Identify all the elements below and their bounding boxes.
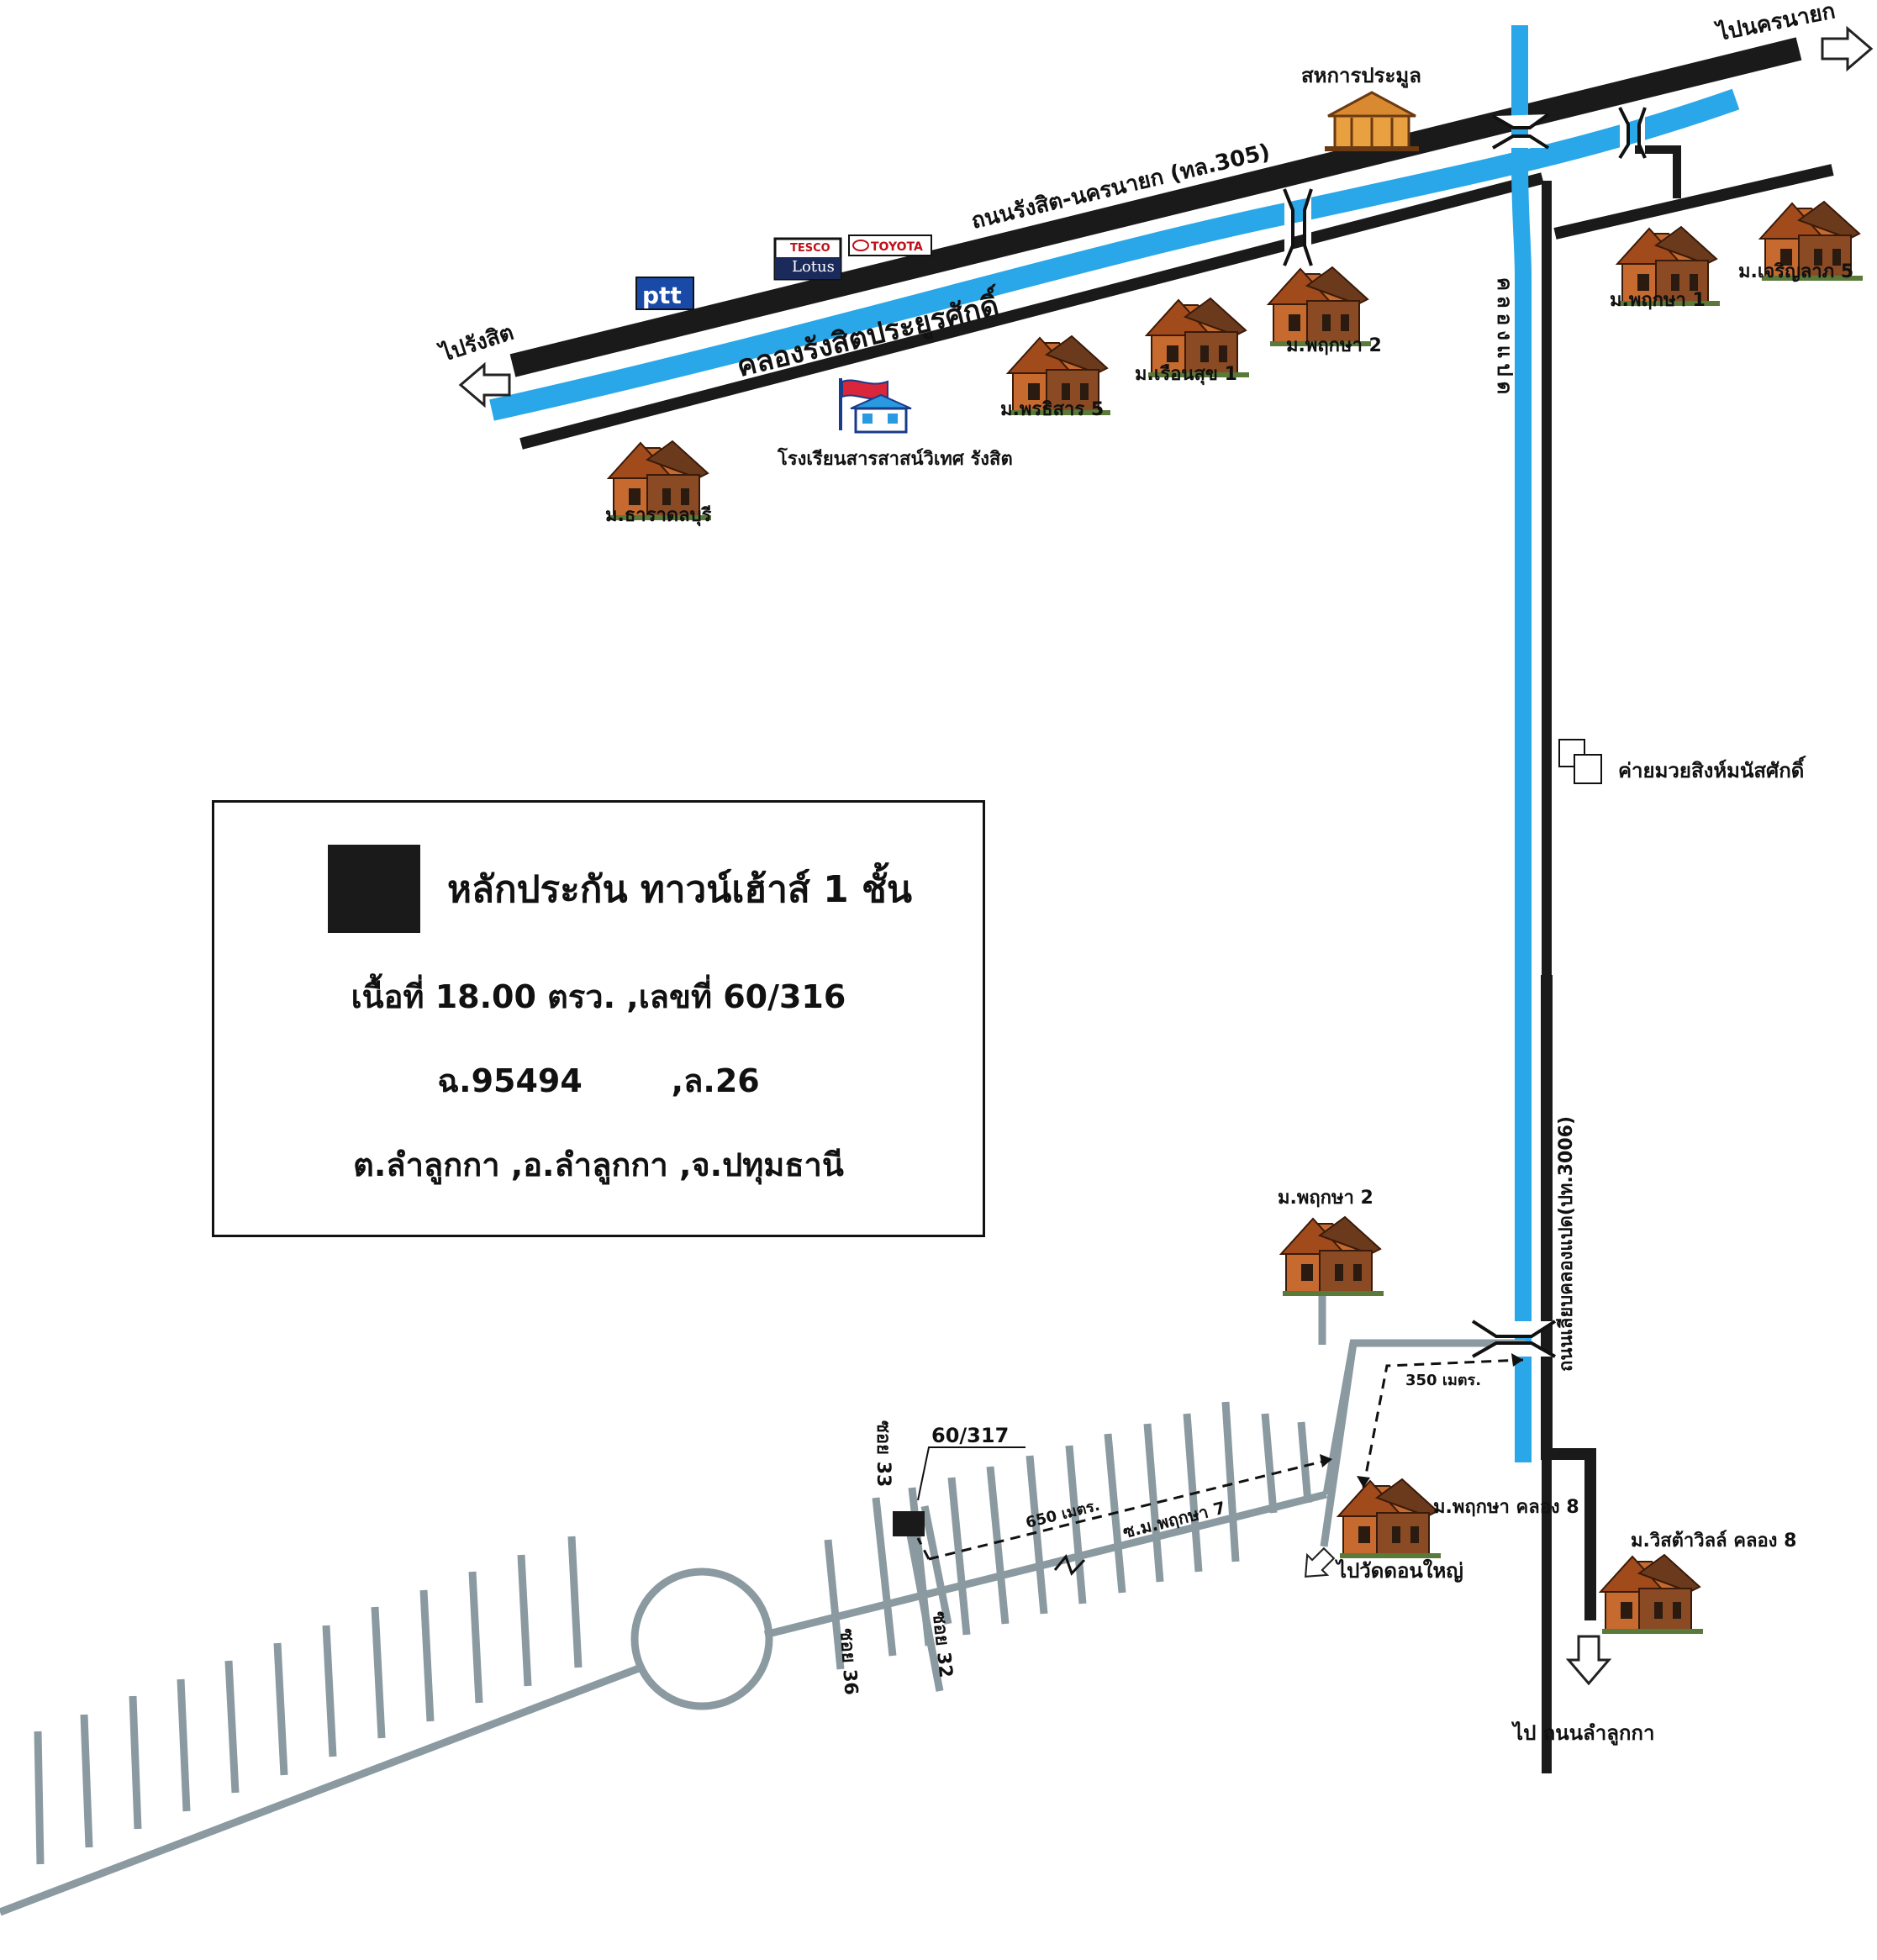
landmark-school: โรงเรียนสารสาสน์วิเทศ รังสิต (777, 447, 1013, 470)
house-icon (1268, 266, 1372, 347)
direction-lam-luk-ka: ไป ถนนลำลูกกา (1511, 1720, 1654, 1746)
bridge-icon (1491, 113, 1550, 150)
tesco-lotus-logo (773, 237, 842, 281)
bridge-icon (1618, 107, 1647, 160)
address-line: ต.ลำลูกกา ,อ.ลำลูกกา ,จ.ปทุมธานี (353, 1146, 844, 1183)
road-liap-khlong-8 (1541, 975, 1596, 1620)
house-icon (1337, 1478, 1442, 1559)
canal-rangsit-prayoonsak (489, 88, 1740, 421)
landmark-boxing-camp: ค่ายมวยสิงห์มนัสศักดิ์ (1618, 756, 1806, 782)
legend-row: หลักประกัน ทาวน์เฮ้าส์ 1 ชั้น (328, 845, 912, 933)
distance-path (916, 1358, 1524, 1561)
village-phonsirisan5: ม.พรธิสาร 5 (1000, 399, 1104, 420)
legend-label: หลักประกัน ทาวน์เฮ้าส์ 1 ชั้น (447, 867, 912, 911)
village-pruksa2-top: ม.พฤกษา 2 (1286, 335, 1382, 356)
building-icon (1325, 91, 1419, 151)
road-soi-grid (0, 1293, 1526, 1916)
canal-label-8: คลองแปด (1493, 277, 1516, 399)
info-box: หลักประกัน ทาวน์เฮ้าส์ 1 ชั้น เนื้อที่ 1… (212, 800, 985, 1237)
plot-neighbor-number: 60/317 (931, 1424, 1009, 1447)
landmark-cooperative: สหการประมูล (1301, 64, 1421, 88)
arrowhead (1511, 1353, 1523, 1367)
arrow-icon (1821, 27, 1873, 71)
direction-rangsit: ไปรังสิต (435, 319, 516, 368)
area-line: เนื้อที่ 18.00 ตรว. ,เลขที่ 60/316 (351, 978, 846, 1015)
village-tharadolburi: ม.ธาราดลบุรี (605, 505, 712, 527)
arrowhead (1320, 1454, 1332, 1467)
bridge-icon (1283, 188, 1313, 266)
deed-page: ,ล.26 (671, 1062, 760, 1099)
soi-label-36: ซอย 36 (836, 1628, 861, 1696)
village-vista-ville: ม.วิสต้าวิลล์ คลอง 8 (1631, 1530, 1796, 1552)
arrow-icon (1304, 1546, 1336, 1578)
break-mark (1053, 1553, 1086, 1576)
landmark-tesco: TESCO (790, 242, 830, 255)
landmark-toyota: TOYOTA (871, 240, 923, 254)
landmark-ptt: ptt (642, 282, 682, 309)
bridge-icon (1471, 1320, 1557, 1358)
house-icon (1600, 1554, 1704, 1635)
soi-label-33: ซอย 33 (873, 1420, 894, 1487)
arrowhead (1357, 1476, 1370, 1488)
landmark-lotus: Lotus (792, 258, 835, 276)
arrow-icon (1565, 1635, 1612, 1686)
direction-nakhon-nayok: ไปนครนายก (1712, 0, 1837, 46)
roundabout (630, 1567, 773, 1710)
collateral-swatch (328, 845, 420, 933)
village-charoenlap5: ม.เจริญลาภ 5 (1738, 261, 1853, 282)
village-pruksa1: ม.พฤกษา 1 (1610, 290, 1706, 311)
boxing-camp-icon (1558, 739, 1602, 784)
direction-wat-don-yai: ไปวัดดอนใหญ่ (1334, 1558, 1463, 1583)
village-rueansuk1: ม.เรือนสุข 1 (1135, 364, 1237, 386)
house-icon (1280, 1216, 1384, 1297)
deed-number: ฉ.95494 (437, 1062, 583, 1099)
road-branch-bridge (1635, 145, 1681, 198)
village-pruksa-khlong8: ม.พฤกษา คลอง 8 (1433, 1497, 1579, 1518)
toyota-logo (848, 234, 932, 256)
canal-khlong-8 (1511, 25, 1532, 1462)
road-label-side: ถนนเลียบคลองแปด(ปท.3006) (1556, 1116, 1577, 1372)
deed-line: ฉ.95494 ,ล.26 (214, 1055, 983, 1106)
ptt-logo (635, 277, 694, 310)
road-lower-top (519, 172, 1544, 450)
distance-350: 350 เมตร. (1405, 1372, 1481, 1389)
village-pruksa2-bottom: ม.พฤกษา 2 (1278, 1188, 1373, 1209)
school-icon (839, 378, 912, 434)
plot-leader (917, 1446, 1025, 1501)
collateral-plot (893, 1511, 925, 1536)
road-rangsit-nakhon-nayok (509, 37, 1802, 377)
road-right-top (1553, 164, 1834, 240)
